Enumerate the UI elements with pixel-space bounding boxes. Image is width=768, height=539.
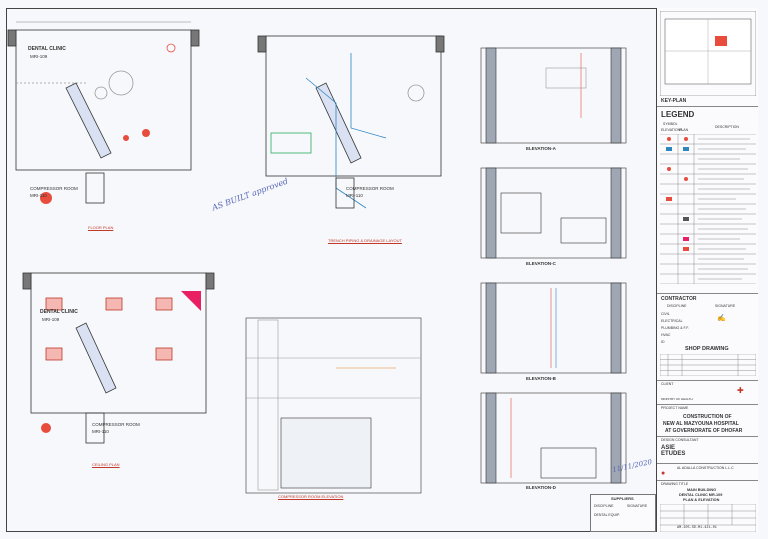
legend-title: LEGEND: [661, 110, 695, 119]
legend-header-symbol: SYMBOL: [663, 122, 678, 126]
project-name-line-2: NEW AL MAZYOUNA HOSPITAL: [663, 421, 739, 427]
ceiling-plan-room-code: MRI-109: [42, 317, 60, 322]
revision-table: [660, 354, 756, 376]
contractor-title: CONTRACTOR: [661, 296, 697, 302]
elevation-a-title: ELEVATION-A: [526, 146, 556, 151]
ceiling-compressor-code: MRI-110: [92, 429, 109, 434]
trench-compressor-label: COMPRESSOR ROOM: [346, 186, 394, 191]
key-plan-thumbnail: [660, 11, 756, 96]
project-name-line-1: CONSTRUCTION OF: [683, 414, 732, 420]
elevation-b-drawing: [480, 282, 627, 374]
project-name-line-3: AT GOVERNORATE OF DHOFAR: [665, 428, 743, 434]
divider: [657, 480, 758, 481]
suppliers-box: SUPPLIERS DISCIPLINE SIGNATURE DENTAL EQ…: [590, 494, 656, 532]
signature-scribble: ✍: [717, 315, 726, 322]
ceiling-plan-room-label: DENTAL CLINIC: [40, 309, 78, 315]
trench-plan-title: TRENCH PIPING & DRAINAGE LAYOUT: [328, 238, 402, 243]
client-label: CLIENT: [661, 382, 674, 386]
contractor-header-discipline: DISCIPLINE: [667, 304, 687, 308]
elevation-c-drawing: [480, 167, 627, 259]
divider: [657, 436, 758, 437]
consultant-logo: ASIE ETUDES: [661, 445, 686, 457]
consultant-label: DESIGN CONSULTANT: [661, 438, 699, 442]
elevation-d-title: ELEVATION-D: [526, 485, 556, 490]
suppliers-discipline: DISCIPLINE: [594, 504, 614, 508]
shop-drawing-label: SHOP DRAWING: [685, 346, 729, 352]
drawing-info-table: [660, 504, 756, 532]
compressor-elevation-drawing: [245, 317, 422, 494]
legend-header-elevations: ELEVATIONS: [661, 128, 683, 132]
drawing-number: AM-105-SD-M1-421-01: [677, 526, 717, 530]
drawing-title-line-2: DENTAL CLINIC MR-109: [679, 493, 723, 497]
contractor-logo-icon: ●: [661, 470, 666, 477]
floor-plan-compressor-label: COMPRESSOR ROOM: [30, 186, 78, 191]
contractor-company-name: AL ADALLA CONSTRUCTION L.L.C: [677, 466, 734, 470]
ministry-logo-icon: ✚: [737, 386, 744, 395]
project-label: PROJECT NAME: [661, 406, 689, 410]
divider: [657, 463, 758, 464]
suppliers-title: SUPPLIERS: [611, 496, 634, 501]
divider: [657, 106, 758, 107]
floor-plan-room-code: MRI-109: [30, 54, 48, 59]
ceiling-plan-title: CEILING PLAN: [92, 462, 120, 467]
drawing-title-label: DRAWING TITLE: [661, 482, 689, 486]
drawing-area: [7, 21, 627, 494]
floor-plan-compressor-code: MRI-110: [30, 193, 47, 198]
compressor-elevation-title: COMPRESSOR ROOM ELEVATION: [278, 494, 344, 499]
ceiling-compressor-label: COMPRESSOR ROOM: [92, 422, 140, 427]
title-block: KEY-PLAN LEGEND SYMBOL ELEVATIONS PLAN D…: [656, 8, 758, 532]
trench-compressor-code: MRI-110: [346, 193, 363, 198]
contractor-header-signature: SIGNATURE: [715, 304, 736, 308]
suppliers-signature: SIGNATURE: [627, 504, 648, 508]
legend-header-plan: PLAN: [679, 128, 689, 132]
discipline-plumbing: PLUMBING & F.F.: [661, 326, 690, 330]
elevation-d-drawing: [480, 392, 627, 484]
divider: [657, 404, 758, 405]
divider: [657, 293, 758, 294]
legend-table: [660, 134, 756, 284]
discipline-hvac: HVAC: [661, 333, 671, 337]
elevation-c-title: ELEVATION-C: [526, 261, 556, 266]
discipline-id: ID: [661, 340, 665, 344]
drawing-title-line-3: PLAN & ELEVATION: [683, 498, 720, 502]
floor-plan-drawing: [7, 21, 200, 204]
divider: [657, 380, 758, 381]
floor-plan-title: FLOOR PLAN: [88, 225, 114, 230]
discipline-electrical: ELECTRICAL: [661, 319, 683, 323]
floor-plan-room-label: DENTAL CLINIC: [28, 46, 66, 52]
ministry-label: MINISTRY OF HEALTH: [661, 397, 693, 401]
drawing-title-line-1: MAIN BUILDING: [687, 488, 717, 492]
key-plan-label: KEY-PLAN: [661, 98, 687, 104]
discipline-civil: CIVIL: [661, 312, 670, 316]
ceiling-plan-drawing: [22, 272, 215, 444]
trench-plan-drawing: [257, 35, 445, 209]
legend-header-description: DESCRIPTION: [715, 125, 739, 129]
elevation-b-title: ELEVATION-B: [526, 376, 556, 381]
supplier-row-dental: DENTAL EQUIP.: [594, 513, 620, 517]
elevation-a-drawing: [480, 47, 627, 144]
